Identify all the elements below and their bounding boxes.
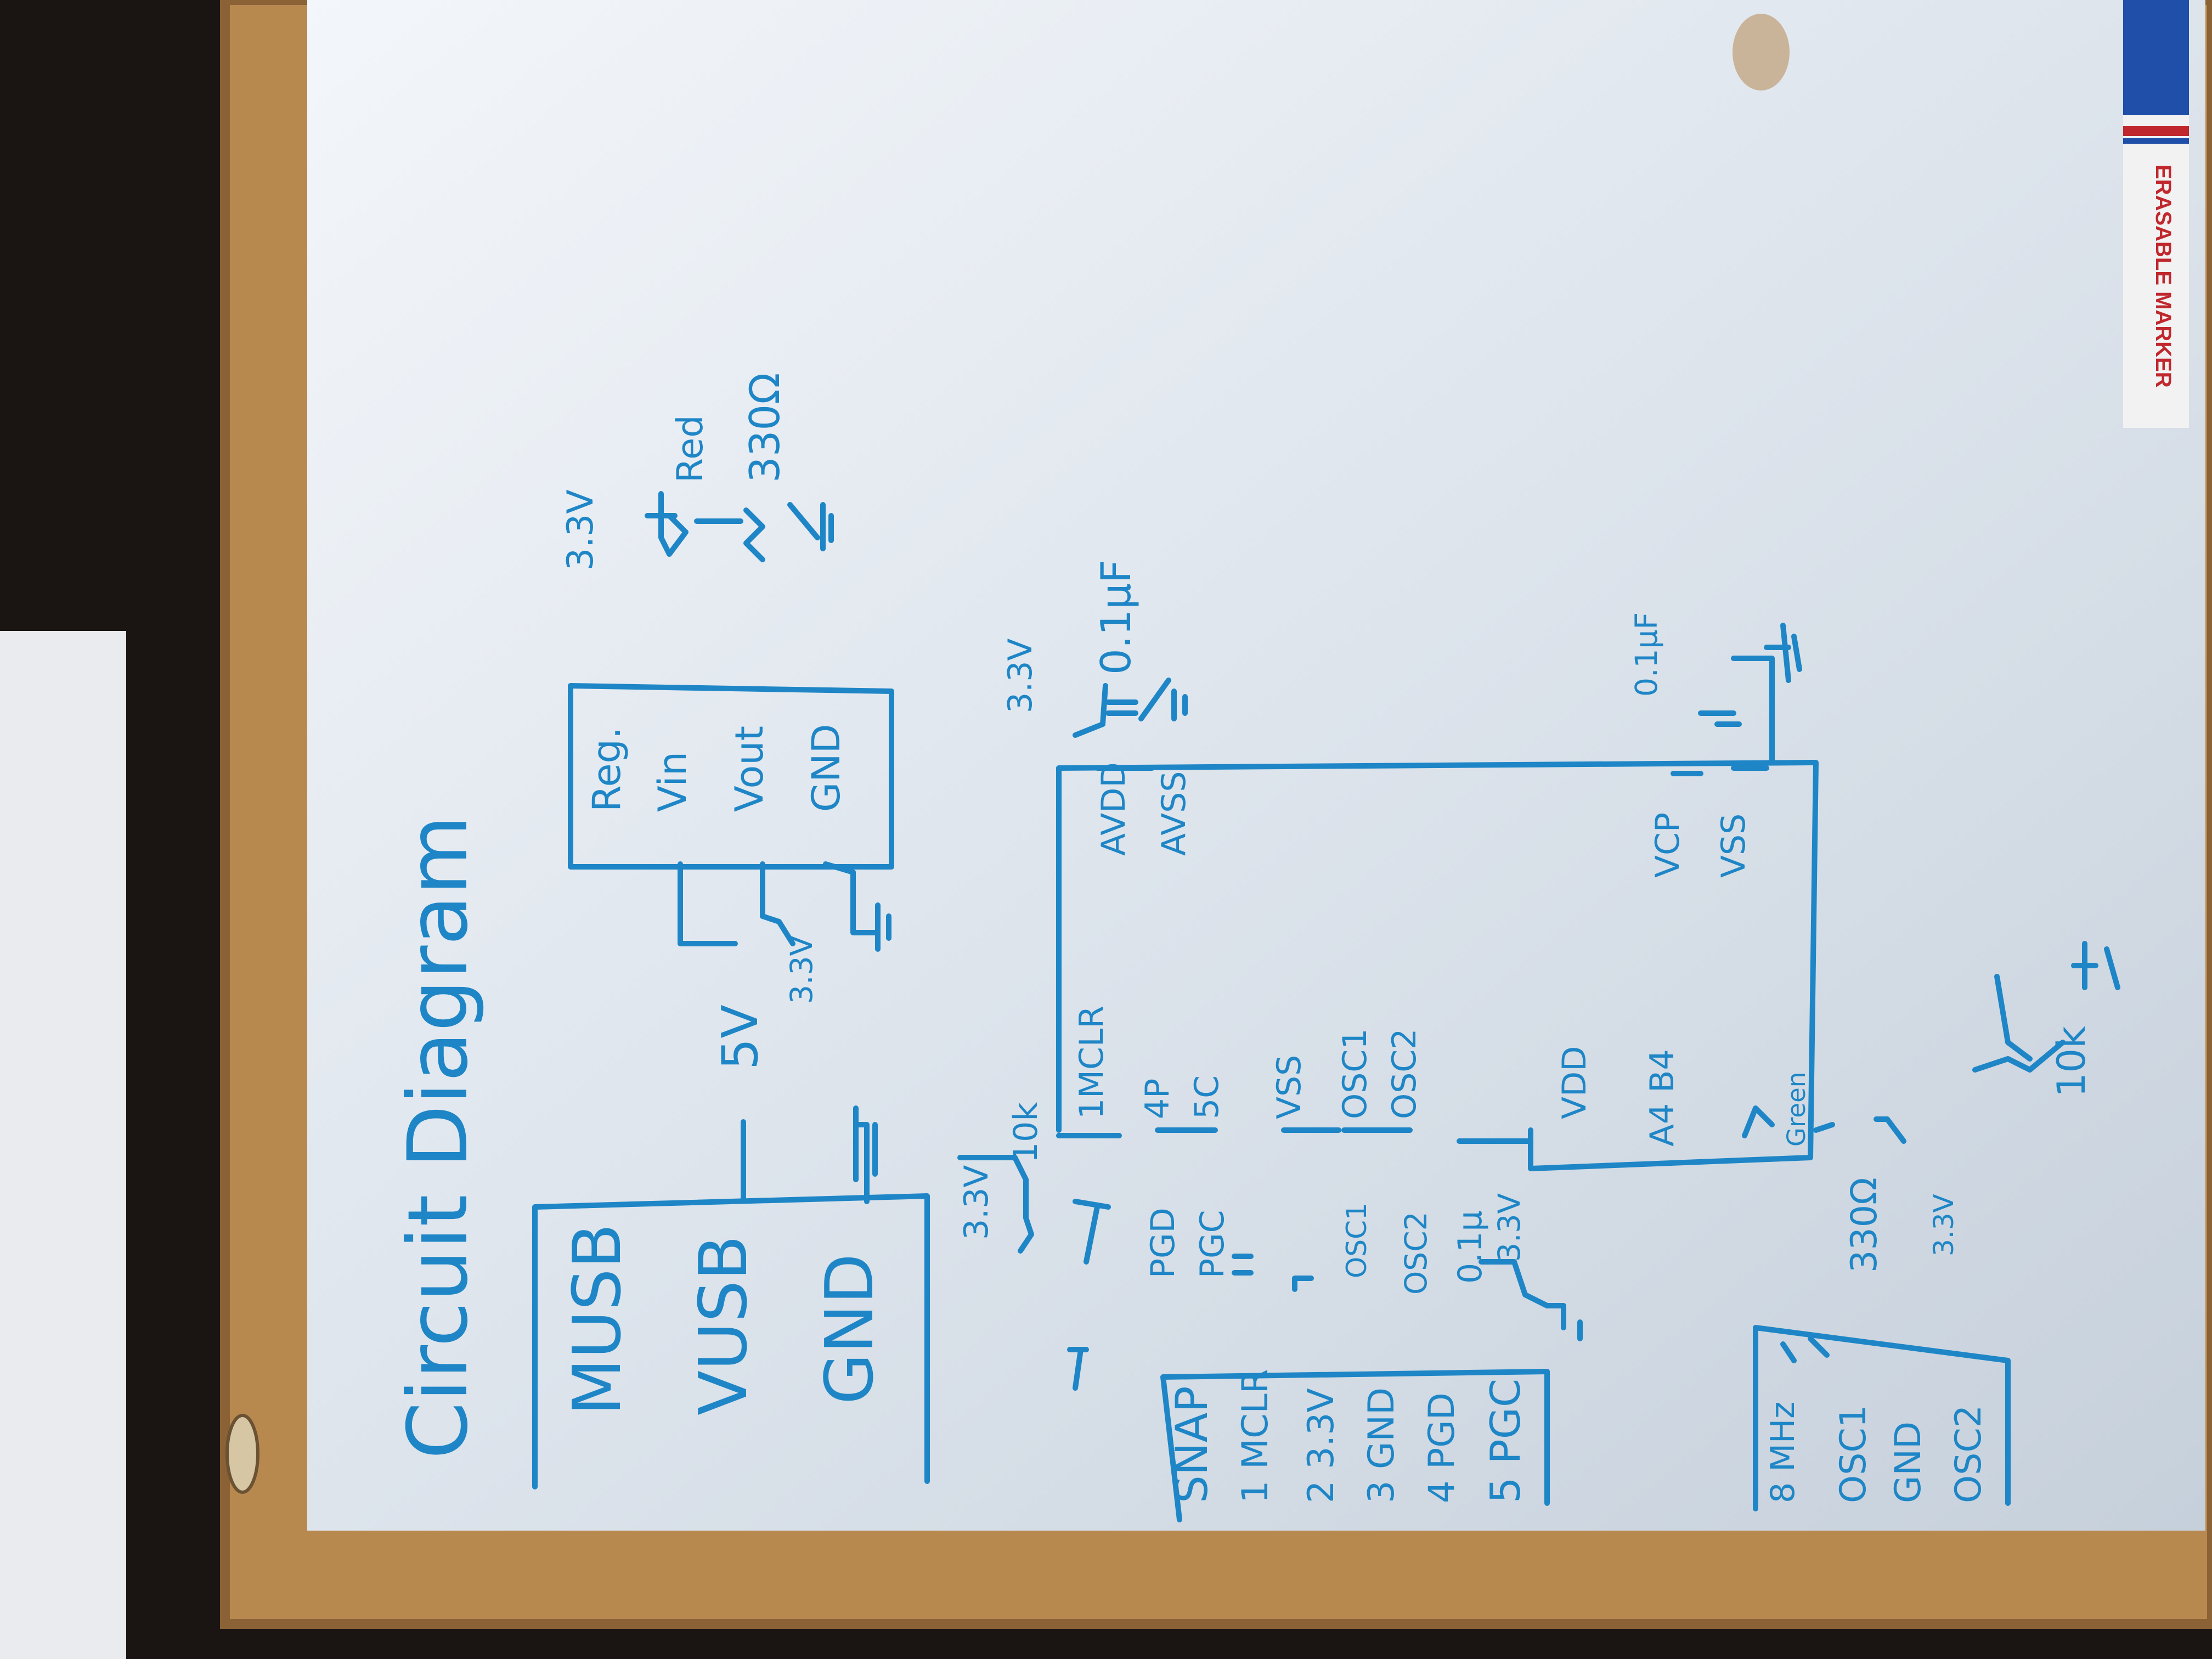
brand-badge: [225, 1414, 259, 1494]
mcu-pin-vcp: VCP: [1649, 812, 1687, 878]
erasable-marker: ERASABLE MARKER: [2123, 0, 2189, 428]
led-resistor: 330Ω: [741, 373, 789, 483]
snap-pin-4: 4 PGD: [1421, 1392, 1463, 1503]
sig-osc2: OSC2: [1398, 1211, 1434, 1295]
crystal-freq: 8 MHz: [1764, 1401, 1802, 1503]
snap-pin-3: 3 GND: [1361, 1387, 1402, 1503]
paper-sheet: [0, 631, 126, 1659]
snap-pin-2: 2 3.3V: [1301, 1388, 1342, 1503]
usb-label-vusb: VUSB: [686, 1235, 762, 1415]
eraser-crumb: [1733, 14, 1790, 91]
sig-pgc: PGC: [1193, 1210, 1232, 1278]
mcu-pin-vdd: VDD: [1555, 1046, 1594, 1119]
mcu-pin-a4b4: A4 B4: [1643, 1049, 1681, 1147]
left-cap-value: 0.1μ: [1451, 1210, 1489, 1284]
mcu-pin-vss-right: VSS: [1714, 814, 1753, 878]
usb-net-5v: 5V: [712, 1005, 769, 1070]
mcu-pin-4p: 4P: [1138, 1079, 1177, 1119]
right-cap-value: 0.1μF: [1629, 612, 1664, 697]
mcu-outline: [1056, 760, 1819, 1171]
crystal-outline: [1753, 1325, 2011, 1511]
green-led-label: Green: [1782, 1072, 1811, 1147]
green-led-resistor: 330Ω: [1844, 1177, 1885, 1273]
button-resistor: 10k: [2049, 1026, 2094, 1097]
mcu-pin-osc2: OSC2: [1385, 1029, 1424, 1119]
mcu-pin-vss: VSS: [1270, 1055, 1308, 1119]
snap-pin-1: 1 MCLR: [1235, 1369, 1276, 1503]
marker-label: ERASABLE MARKER: [2151, 165, 2175, 388]
reg-label-vout: Vout: [727, 726, 772, 812]
snap-pin-5: 5 PGC: [1481, 1379, 1530, 1503]
mcu-pin-5c: 5C: [1188, 1075, 1226, 1119]
mclr-resistor: 10k: [1007, 1102, 1045, 1163]
crystal-gnd: GND: [1888, 1421, 1929, 1503]
circuit-drawing: [532, 491, 2120, 1522]
usb-label-gnd: GND: [812, 1254, 888, 1404]
usb-block-outline: [532, 1193, 930, 1489]
mcu-pin-osc1: OSC1: [1336, 1029, 1374, 1119]
crystal-osc1: OSC1: [1833, 1405, 1874, 1503]
sig-pgd: PGD: [1144, 1207, 1182, 1278]
mcu-pin-avss: AVSS: [1155, 771, 1193, 856]
led-supply: 3.3V: [560, 489, 601, 571]
text-labels: Circuit Diagram MUSB VUSB GND 5V Reg. Vi…: [391, 373, 2094, 1503]
mcu-pin-mclr: 1MCLR: [1073, 1006, 1111, 1119]
reg-out-3v3: 3.3V: [784, 935, 819, 1004]
regulator-outline: [568, 683, 894, 870]
led-red: Red: [670, 415, 711, 483]
usb-label-musb: MUSB: [560, 1223, 636, 1415]
snap-header-outline: [1160, 1369, 1550, 1522]
crystal-osc2: OSC2: [1948, 1405, 1989, 1503]
mcu-pin-avdd: AVDD: [1094, 762, 1133, 856]
reg-label-reg: Reg.: [584, 727, 629, 812]
board-title: Circuit Diagram: [391, 815, 486, 1459]
top-cap-value: 0.1μF: [1092, 560, 1140, 675]
sig-osc1: OSC1: [1341, 1203, 1373, 1278]
top-cap-supply: 3.3V: [1001, 639, 1040, 713]
sig-3v3: 3.3V: [1492, 1193, 1527, 1262]
mclr-supply: 3.3V: [957, 1165, 996, 1240]
reg-label-gnd: GND: [804, 724, 849, 812]
snap-title: SNAP: [1166, 1386, 1217, 1503]
button-supply: 3.3V: [1928, 1194, 1960, 1256]
reg-label-vin: Vin: [650, 752, 695, 812]
